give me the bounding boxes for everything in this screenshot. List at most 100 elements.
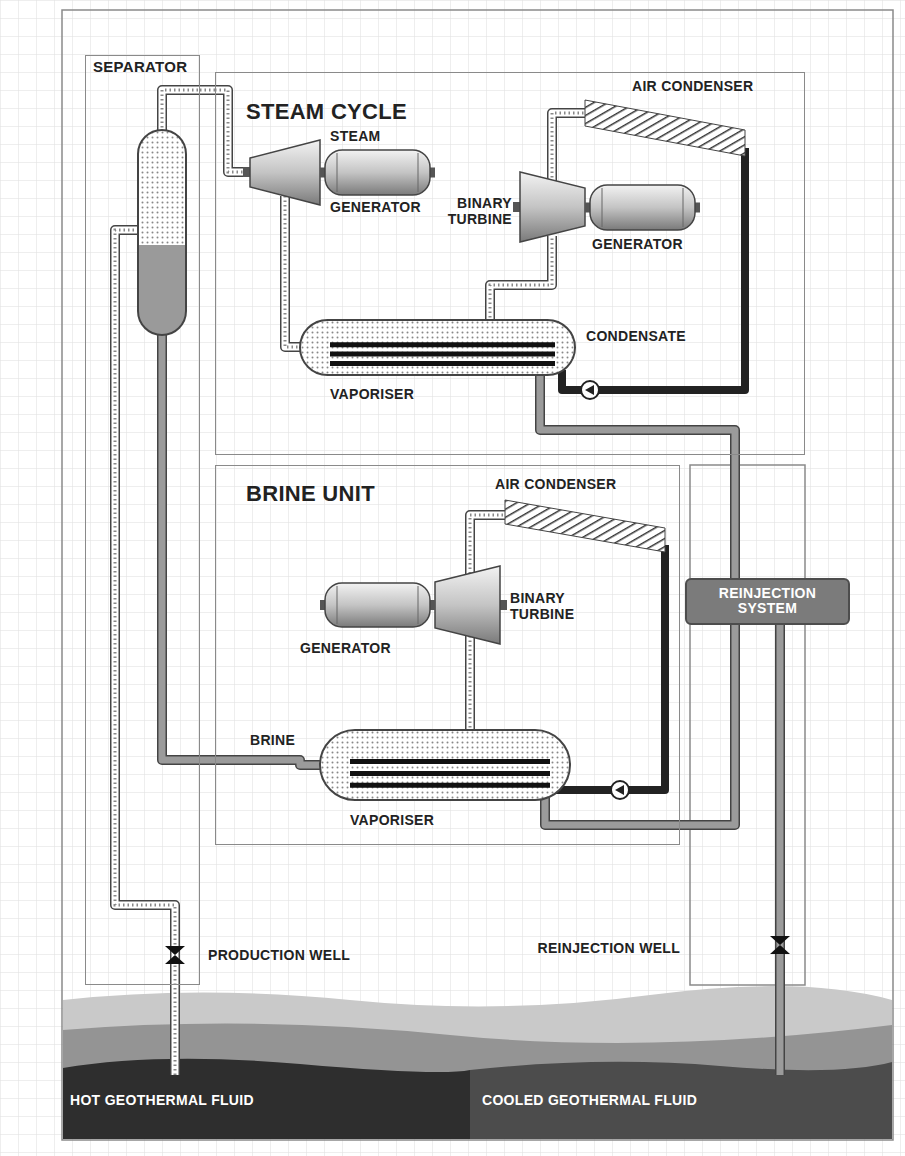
illustration-part	[602, 188, 603, 227]
illustration-part	[200, 85, 215, 95]
pipe	[285, 196, 304, 347]
pump	[581, 381, 599, 399]
pipe	[215, 760, 324, 765]
illustration-part	[552, 113, 588, 182]
pipe	[780, 600, 781, 1075]
illustration-part	[162, 90, 200, 132]
illustration-part	[680, 625, 735, 825]
turbine	[435, 566, 507, 644]
illustration-part	[590, 185, 695, 230]
illustration-part	[200, 89, 215, 92]
component-label: HOT GEOTHERMAL FLUID	[70, 1092, 254, 1108]
illustration-part	[540, 372, 735, 455]
generator	[585, 185, 700, 230]
illustration-part	[350, 771, 550, 776]
illustration-part	[138, 100, 790, 964]
air-condenser	[585, 100, 745, 156]
illustration-part	[337, 586, 338, 624]
illustration-part	[490, 236, 552, 322]
illustration-part	[540, 372, 735, 455]
illustration-part	[615, 785, 624, 795]
pipe-connector	[200, 90, 215, 91]
pipe	[162, 90, 200, 132]
illustration-part	[545, 798, 680, 825]
illustration-part	[469, 636, 472, 732]
illustration-part	[325, 150, 430, 195]
illustration-part	[435, 566, 500, 644]
region-heading: SEPARATOR	[93, 59, 199, 76]
illustration-part	[470, 1062, 892, 1139]
pipe	[552, 113, 588, 182]
illustration-part	[562, 148, 745, 390]
illustration-part	[581, 381, 599, 399]
pipe-connector	[200, 760, 215, 761]
illustration-part	[215, 760, 324, 765]
region-box: STEAM CYCLE	[215, 72, 805, 455]
turbine	[243, 140, 320, 205]
region-heading: STEAM CYCLE	[246, 100, 804, 124]
illustration-part	[250, 140, 320, 205]
component-label: AIR CONDENSER	[632, 78, 753, 94]
illustration-part	[138, 130, 186, 335]
illustration-part	[162, 330, 200, 760]
illustration-part	[300, 320, 575, 375]
illustration-part	[585, 385, 594, 395]
vaporiser	[300, 320, 575, 375]
pipe	[562, 148, 745, 390]
pipe	[545, 798, 680, 825]
illustration-part	[680, 625, 735, 825]
component-label: GENERATOR	[330, 199, 421, 215]
illustration-part	[285, 196, 304, 347]
component-label: BINARY TURBINE	[510, 590, 605, 622]
illustration-part	[243, 167, 250, 177]
component-label: STEAM	[330, 128, 381, 144]
illustration-part	[611, 781, 629, 799]
illustration-part	[732, 455, 739, 578]
region-box: BRINE UNIT	[215, 465, 680, 845]
illustration-part	[680, 625, 735, 825]
illustration-part	[467, 636, 474, 732]
illustration-part	[490, 236, 552, 322]
illustration-part	[63, 986, 892, 1139]
pipe	[490, 236, 552, 322]
component-label: BRINE	[250, 732, 295, 748]
illustration-part	[215, 760, 324, 765]
illustration-part	[777, 600, 784, 1075]
illustration-part	[330, 342, 555, 347]
component-label: CONDENSATE	[586, 328, 686, 344]
component-label: REINJECTION WELL	[480, 940, 680, 956]
illustration-part	[138, 130, 186, 245]
illustration-part	[350, 783, 550, 788]
illustration-part	[62, 10, 893, 1140]
illustration-part	[513, 202, 520, 212]
component-label: VAPORISER	[330, 386, 414, 402]
illustration-part	[556, 545, 665, 790]
generator	[320, 150, 435, 195]
illustration-part	[500, 600, 507, 610]
generator	[320, 583, 435, 627]
pipe	[540, 372, 735, 455]
vaporiser	[320, 730, 570, 800]
illustration-part	[200, 87, 215, 94]
illustration-part	[200, 760, 215, 761]
valve	[165, 946, 185, 964]
pipe-connector	[680, 625, 735, 825]
pipe-connector	[735, 455, 736, 578]
component-label: GENERATOR	[592, 236, 683, 252]
component-label: BINARY TURBINE	[430, 195, 512, 227]
illustration-part	[320, 730, 570, 800]
illustration-part	[552, 113, 588, 182]
illustration-part	[775, 600, 785, 1075]
illustration-part	[330, 361, 555, 366]
component-label: AIR CONDENSER	[495, 476, 616, 492]
illustration-part	[520, 172, 585, 242]
illustration-part	[690, 465, 805, 985]
system-box: REINJECTION SYSTEM	[685, 578, 850, 625]
illustration-part	[200, 90, 215, 91]
illustration-part	[683, 188, 684, 227]
pipe	[556, 545, 665, 790]
region-box: SEPARATOR	[85, 55, 200, 985]
pump	[611, 781, 629, 799]
